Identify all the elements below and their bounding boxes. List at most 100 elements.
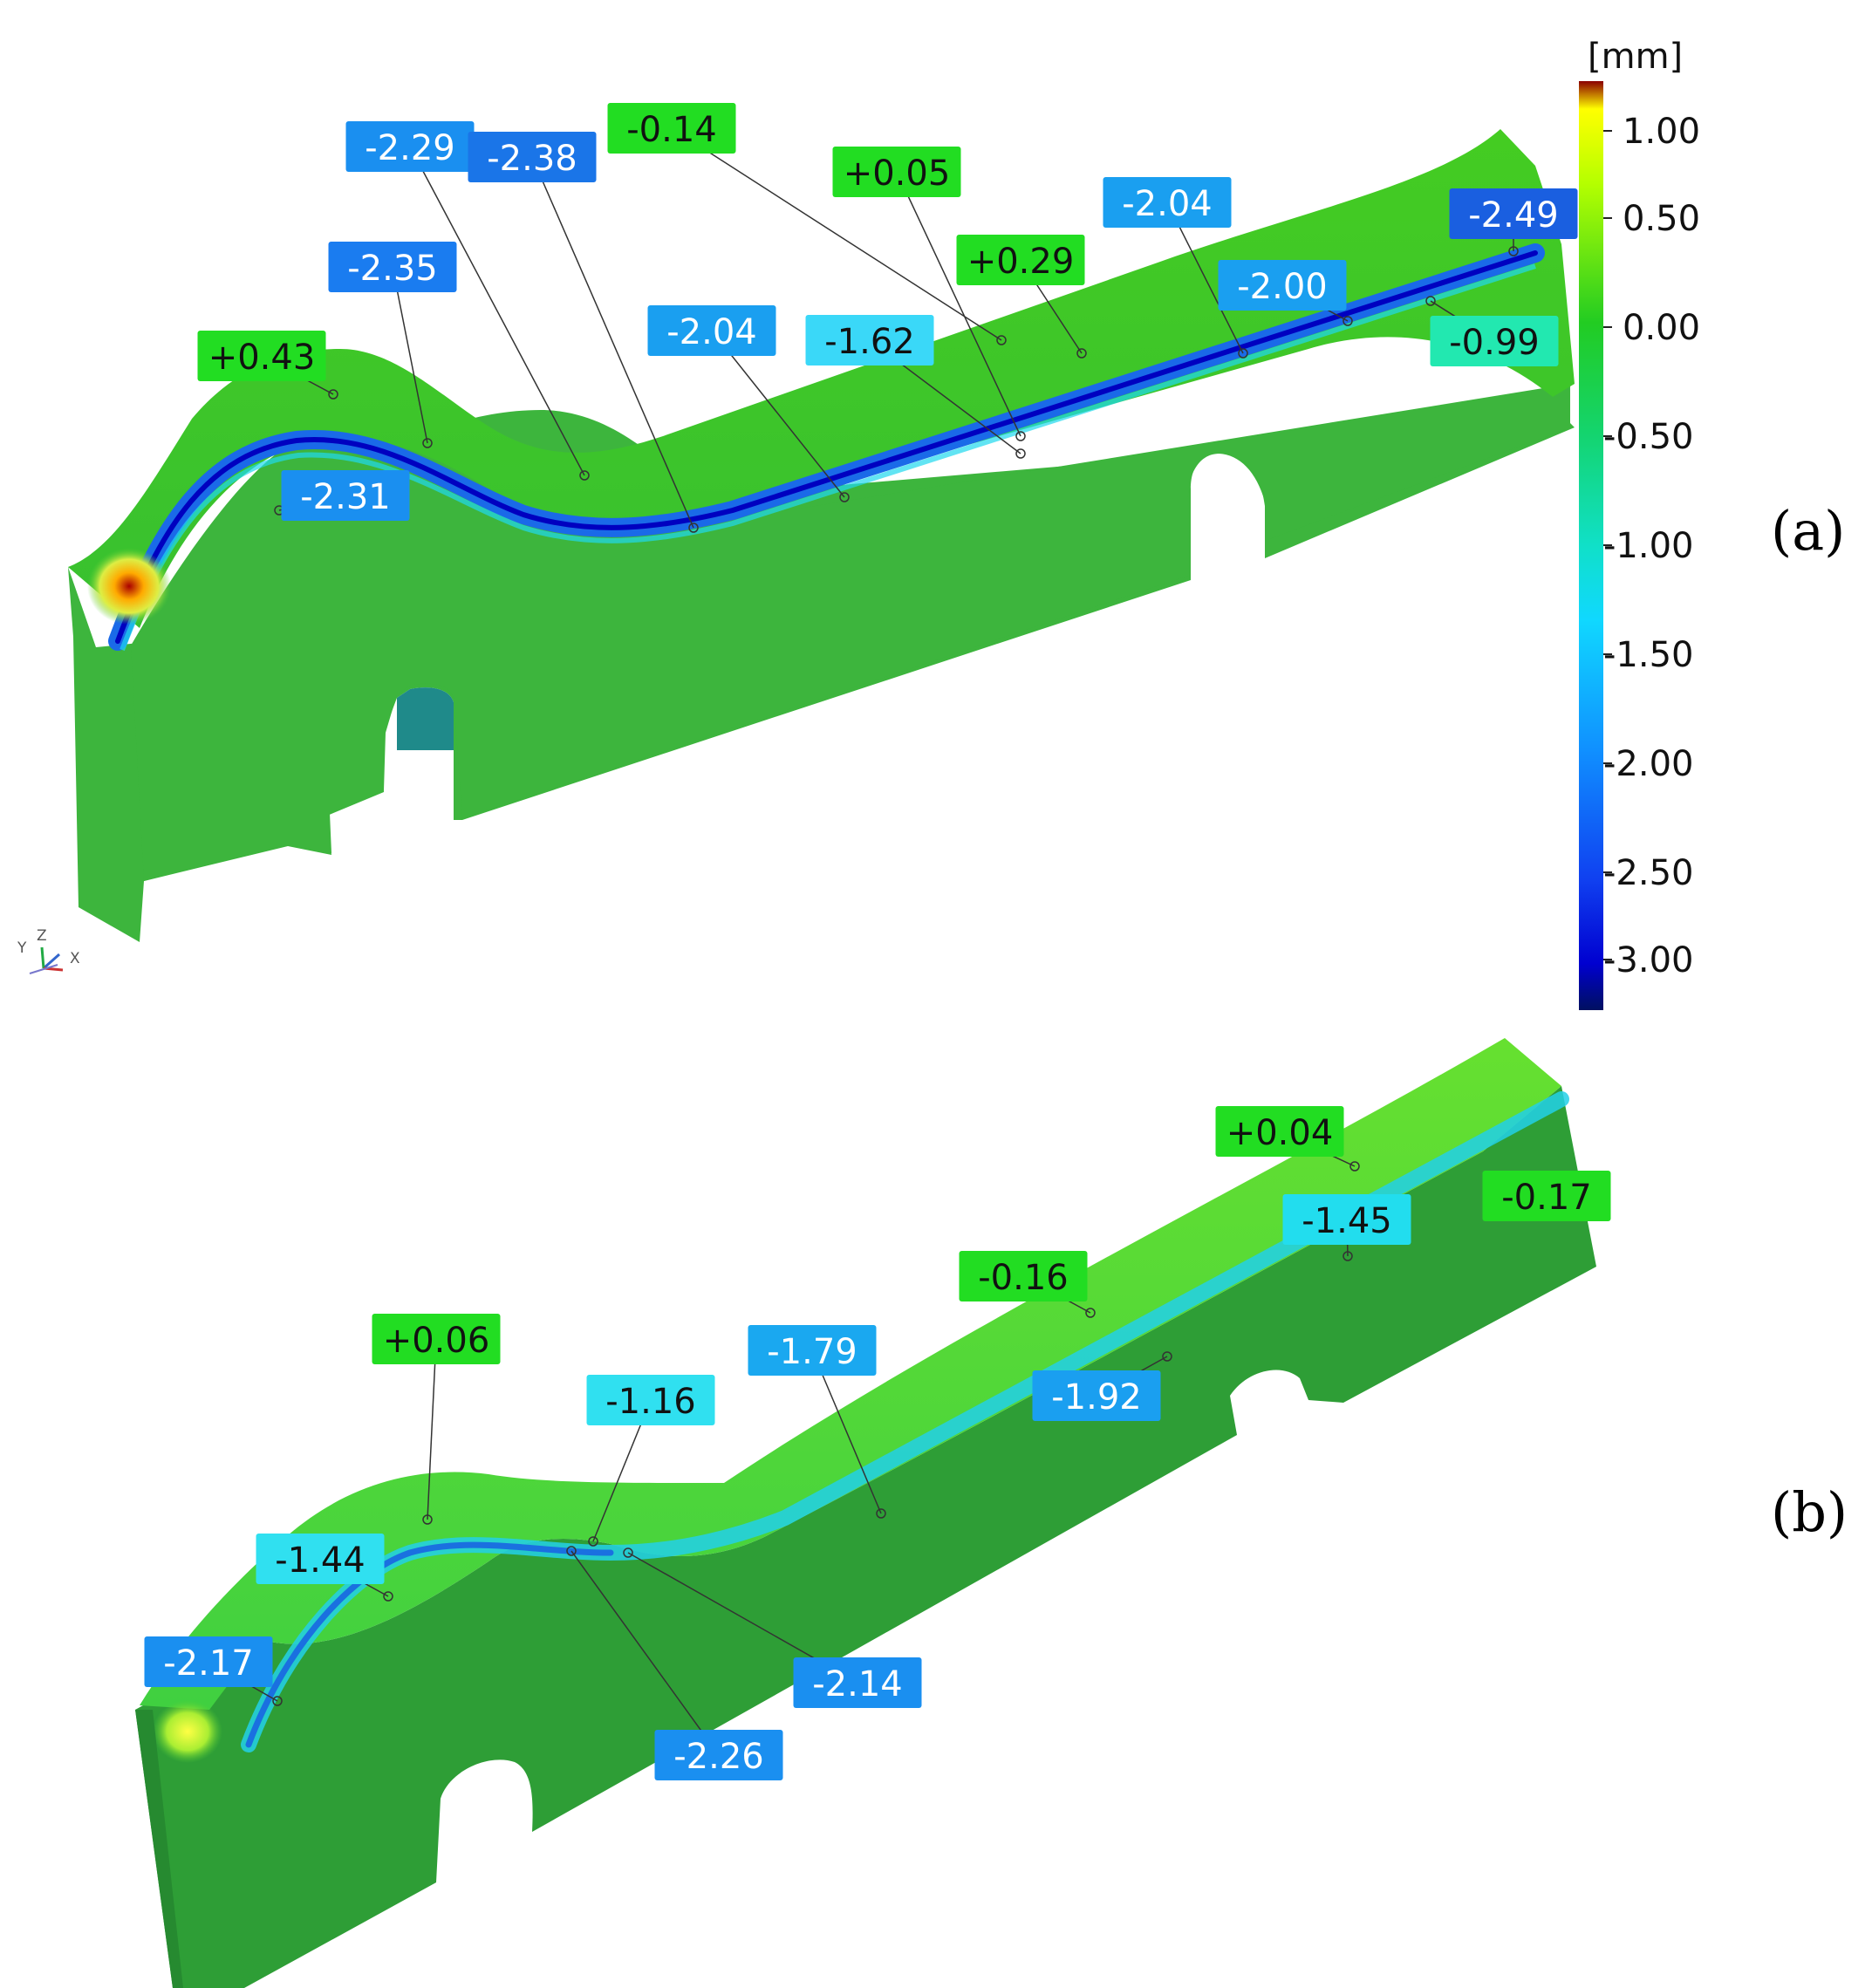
deviation-label-box (959, 1251, 1088, 1301)
panel-tag-a: (a) (1771, 499, 1845, 563)
deviation-value: -1.79 (767, 1332, 857, 1372)
panel-a-hot-spot (87, 548, 171, 625)
panel-b-part (135, 1038, 1596, 1988)
measurement-point (422, 1514, 433, 1525)
colorbar-tick-label: 0.50 (1623, 199, 1700, 239)
deviation-label: +0.29 (956, 235, 1085, 285)
measurement-point (1343, 1251, 1353, 1261)
deviation-label-box (197, 331, 326, 381)
deviation-label-box (1103, 177, 1232, 228)
axis-label-z: Z (37, 927, 47, 945)
deviation-value: -1.92 (1051, 1377, 1142, 1418)
deviation-value: -2.14 (812, 1664, 903, 1704)
panel-b-fillet-core (245, 1541, 614, 1748)
measurement-point (328, 389, 338, 400)
colorbar-tick-label: -1.50 (1603, 635, 1694, 675)
deviation-value: -1.45 (1302, 1201, 1392, 1241)
measurement-point (1162, 1351, 1172, 1362)
deviation-label: -2.04 (1103, 177, 1232, 228)
deviation-label-box (1482, 1171, 1611, 1221)
panel-a-cutout-left (397, 687, 454, 750)
measurement-point (566, 1546, 577, 1556)
deviation-value: -2.29 (365, 128, 455, 168)
measurement-point (1076, 348, 1087, 359)
deviation-value: -2.04 (1122, 184, 1213, 224)
deviation-value: -2.00 (1237, 267, 1328, 307)
measurement-point (588, 1536, 598, 1547)
measurement-point (688, 523, 699, 533)
deviation-value: +0.06 (383, 1321, 490, 1361)
colorbar-tick-label: -2.00 (1603, 744, 1694, 784)
measurement-point (383, 1591, 393, 1602)
measurement-point (1425, 296, 1436, 306)
deviation-label: -2.38 (468, 132, 597, 182)
colorbar-tick-label: 1.00 (1623, 112, 1700, 152)
deviation-value: -0.16 (978, 1258, 1069, 1298)
leader-line (570, 1550, 720, 1756)
leader-line (409, 146, 585, 476)
deviation-label: -2.35 (328, 242, 457, 292)
colorbar-bar (1579, 81, 1603, 1010)
panel-a-part (68, 129, 1579, 942)
deviation-value: +0.05 (844, 154, 951, 194)
deviation-label: +0.43 (197, 331, 326, 381)
deviation-label-box (586, 1375, 715, 1425)
leader-line (671, 127, 1002, 341)
leader-line (427, 1338, 437, 1520)
deviation-value: -2.04 (666, 312, 757, 352)
measurement-point (272, 1696, 283, 1706)
deviation-label: -0.16 (959, 1251, 1088, 1301)
measurement-point (1508, 246, 1519, 256)
deviation-label-box (647, 305, 776, 356)
colorbar-tick-label: -1.00 (1603, 526, 1694, 566)
measurement-point (839, 492, 850, 502)
deviation-label: -2.26 (654, 1730, 783, 1780)
deviation-label-box (654, 1730, 783, 1780)
deviation-label: -2.29 (345, 121, 475, 172)
deviation-value: -2.38 (487, 139, 577, 179)
deviation-label-box (793, 1657, 922, 1708)
measurement-point (1238, 348, 1248, 359)
deviation-value: -0.17 (1501, 1178, 1592, 1218)
colorbar-tick-label: -2.50 (1603, 853, 1694, 893)
deviation-label: +0.04 (1215, 1106, 1344, 1157)
deviation-label-box (345, 121, 475, 172)
measurement-point (1015, 431, 1026, 441)
panel-a-top-surface (68, 129, 1575, 628)
deviation-value: -2.35 (347, 249, 438, 289)
colorbar-tick-label: -0.50 (1603, 417, 1694, 457)
deviation-value: -2.26 (673, 1737, 764, 1777)
deviation-label-box (607, 103, 736, 154)
deviation-label: -0.17 (1482, 1171, 1611, 1221)
deviation-label: +0.05 (832, 147, 961, 197)
deviation-label-box (1430, 316, 1559, 366)
measurement-point (422, 438, 433, 448)
measurement-point (1349, 1161, 1360, 1172)
deviation-label-box (328, 242, 457, 292)
deviation-label: -2.49 (1449, 188, 1578, 239)
colorbar-tick-label: 0.00 (1623, 308, 1700, 348)
deviation-label: -1.44 (256, 1534, 385, 1584)
axis-triad: Y Z X (17, 927, 80, 974)
deviation-label-box (281, 470, 410, 521)
deviation-label-box (1449, 188, 1578, 239)
deviation-value: -1.62 (824, 322, 915, 362)
colorbar-unit: [mm] (1588, 37, 1683, 77)
deviation-label: -2.17 (144, 1636, 273, 1687)
deviation-label-box (1218, 260, 1347, 311)
deviation-value: -1.44 (275, 1541, 366, 1581)
panel-b-end-face (135, 1710, 183, 1988)
deviation-label-box (144, 1636, 273, 1687)
deviation-label-box (748, 1325, 877, 1376)
leader-line (531, 156, 694, 529)
deviation-label: -1.92 (1032, 1370, 1161, 1421)
deviation-label: -2.00 (1218, 260, 1347, 311)
deviation-value: -2.17 (163, 1643, 254, 1684)
panel-b-side (135, 1086, 1596, 1988)
deviation-label: -0.14 (607, 103, 736, 154)
deviation-value: +0.04 (1226, 1113, 1334, 1153)
deviation-label: -1.62 (805, 315, 934, 365)
deviation-label-box (372, 1314, 501, 1364)
deviation-value: -0.14 (626, 110, 717, 150)
